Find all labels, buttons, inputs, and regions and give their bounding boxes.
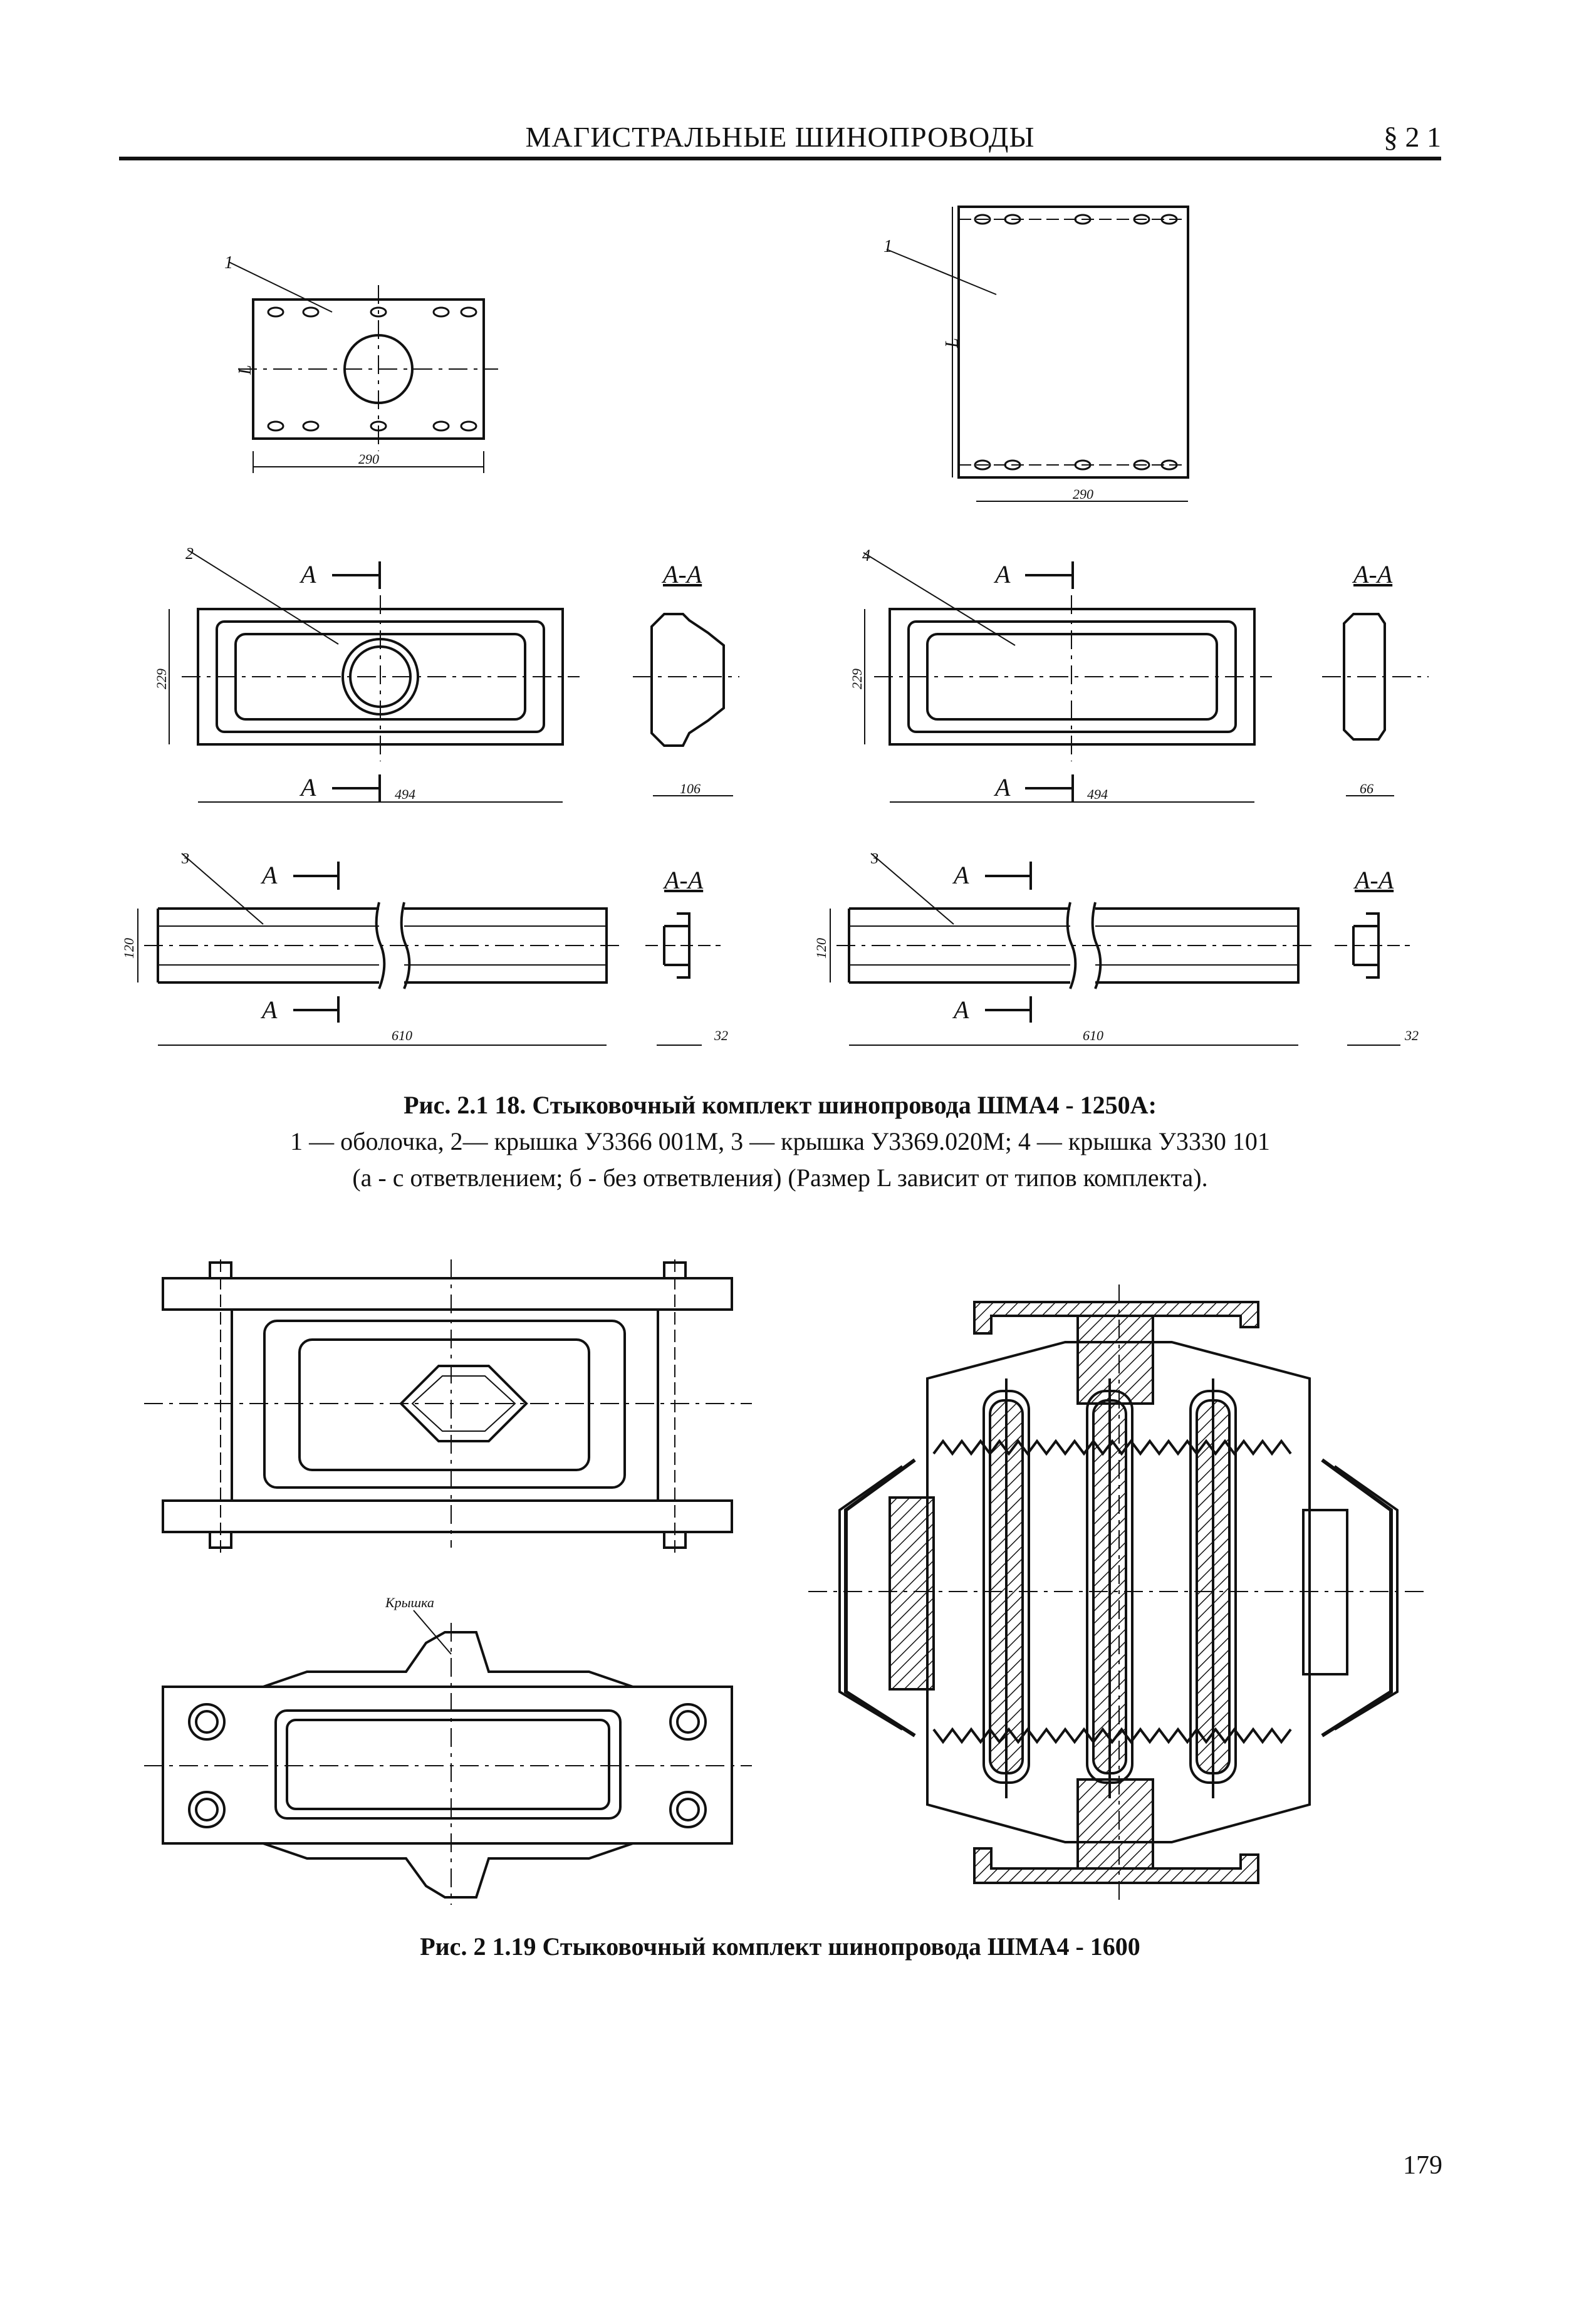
label-L-left: L [236, 365, 255, 375]
header-section-number: § 2 1 [1384, 121, 1441, 153]
caption-line-1: Рис. 2.1 18. Стыковочный комплект шинопр… [404, 1091, 1157, 1119]
dim-290-right: 290 [1073, 486, 1093, 502]
cover-4-drawing [863, 552, 1272, 803]
dim-229-right: 229 [849, 669, 865, 689]
dim-106: 106 [680, 781, 701, 796]
cover-3-left-section-drawing [645, 912, 721, 1046]
section-mark-A-bottom-3a: A [260, 996, 278, 1024]
caption-figure-2: Рис. 2 1.19 Стыковочный комплект шинопро… [420, 1932, 1140, 1961]
dim-290-left: 290 [358, 451, 379, 467]
section-mark-A-bottom-2: A [299, 773, 316, 801]
figure-caption-2-1-18: Рис. 2.1 18. Стыковочный комплект шинопр… [119, 1087, 1441, 1196]
cover-4-section-drawing [1322, 613, 1429, 796]
dim-229-left: 229 [154, 669, 169, 689]
label-2: 2 [185, 545, 194, 563]
section-title-AA-3a: A-A [662, 866, 704, 894]
dim-32-left: 32 [714, 1028, 728, 1043]
figure-caption-2-1-19: Рис. 2 1.19 Стыковочный комплект шинопро… [119, 1929, 1441, 1965]
cover-3-right-drawing [830, 853, 1313, 1046]
label-3-left: 3 [181, 851, 189, 867]
dim-32-right: 32 [1404, 1028, 1419, 1043]
dim-494-right: 494 [1087, 786, 1108, 802]
caption-line-2: 1 — оболочка, 2— крышка У3366 001М, 3 — … [290, 1127, 1270, 1155]
dim-120-right: 120 [813, 938, 829, 959]
cover-3-left-drawing [137, 853, 620, 1046]
shell-without-branch-drawing [886, 206, 1189, 502]
shell-with-branch-drawing [228, 261, 498, 473]
section-title-AA-4: A-A [1352, 560, 1393, 588]
coupling-plan-view [144, 1259, 752, 1554]
label-1-left: 1 [224, 253, 233, 273]
header-title: МАГИСТРАЛЬНЫЕ ШИНОПРОВОДЫ [525, 121, 1035, 153]
section-mark-A-bottom-4: A [993, 773, 1011, 801]
label-1-right: 1 [883, 237, 892, 256]
dim-66: 66 [1360, 781, 1373, 796]
caption-line-3: (а - с ответвлением; б - без ответвления… [352, 1164, 1208, 1192]
label-4: 4 [862, 546, 870, 565]
page-header: МАГИСТРАЛЬНЫЕ ШИНОПРОВОДЫ § 2 1 [119, 120, 1441, 160]
dim-610-left: 610 [392, 1028, 412, 1043]
section-title-AA-3b: A-A [1353, 866, 1394, 894]
label-L-right: L [942, 338, 962, 348]
dim-120-left: 120 [121, 938, 137, 959]
section-mark-A-top-2: A [299, 560, 316, 588]
page-number: 179 [1403, 2151, 1442, 2180]
cover-2-section-drawing [633, 613, 739, 796]
dim-610-right: 610 [1083, 1028, 1103, 1043]
cover-2-drawing [169, 550, 580, 803]
coupling-cross-section [808, 1284, 1429, 1905]
coupling-side-view [144, 1610, 752, 1905]
label-cover: Крышка [385, 1595, 434, 1610]
section-mark-A-bottom-3b: A [952, 996, 969, 1024]
section-mark-A-top-3b: A [952, 861, 969, 889]
label-3-right: 3 [870, 851, 878, 867]
dim-494-left: 494 [395, 786, 415, 802]
section-title-AA-2: A-A [661, 560, 702, 588]
section-mark-A-top-4: A [993, 560, 1011, 588]
cover-3-right-section-drawing [1335, 912, 1410, 1046]
section-mark-A-top-3a: A [260, 861, 278, 889]
